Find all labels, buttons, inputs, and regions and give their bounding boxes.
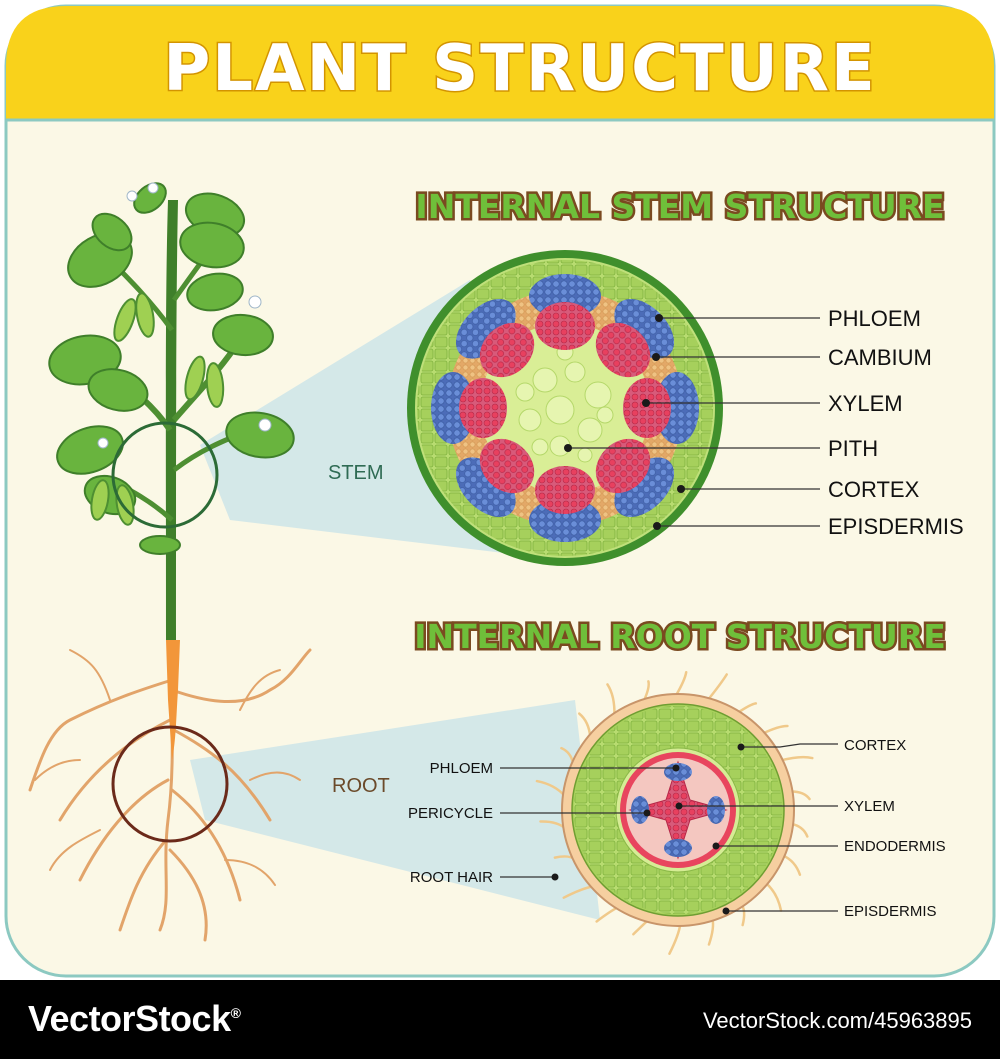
stem-label-pith: PITH [564,436,878,461]
root-label-epidermis-text: EPISDERMIS [844,903,937,920]
stem-label-cambium-text: CAMBIUM [828,345,932,370]
stem-label-phloem-text: PHLOEM [828,306,921,331]
root-cross-section [535,670,814,955]
stem-xylem-bundle [595,438,651,494]
brand-name: VectorStock [28,998,231,1039]
root-label-xylem: XYLEM [675,798,895,815]
plant-illustration [28,182,312,942]
brand-logo: VectorStock® [28,998,241,1040]
stem-xylem-bundle [535,466,595,514]
root-hair [779,755,814,762]
root-highlight-circle [111,725,229,843]
root-heading: INTERNAL ROOT STRUCTURE [414,617,946,656]
root-label-pericycle: PERICYCLE [408,805,651,822]
stem-label-epidermis: EPISDERMIS [653,514,964,539]
image-reference: VectorStock.com/45963895 [702,1008,972,1033]
root-label-root-hair-text: ROOT HAIR [410,869,493,886]
root-tag: ROOT [332,775,390,797]
footer-bar: VectorStock® VectorStock.com/45963895 [0,980,1000,1059]
root-label-xylem-text: XYLEM [844,798,895,815]
stem-label-cortex: CORTEX [677,477,920,502]
root-label-epidermis: EPISDERMIS [722,903,937,920]
header-banner [6,6,994,120]
root-label-phloem-text: PHLOEM [430,760,493,777]
stem-label-cortex-text: CORTEX [828,477,920,502]
stem-heading: INTERNAL STEM STRUCTURE [415,187,944,226]
stem-xylem-bundle [459,378,507,438]
stem-tag: STEM [328,462,384,484]
stem-xylem-bundle [535,302,595,350]
root-label-pericycle-text: PERICYCLE [408,805,493,822]
root-hair [706,673,728,702]
stem-label-xylem: XYLEM [642,391,903,416]
brand-mark: ® [230,1005,241,1021]
stem-cross-section [407,250,723,566]
root-labels: PHLOEM PERICYCLE ROOT HAIR CORTEX XYLEM … [408,737,946,920]
root-label-cortex-text: CORTEX [844,737,906,754]
stem-xylem-bundle [623,378,671,438]
root-zoom-cone [190,700,600,920]
root-label-cortex: CORTEX [737,737,906,754]
stem-label-phloem: PHLOEM [655,306,921,331]
root-label-endodermis-text: ENDODERMIS [844,838,946,855]
stem-label-epidermis-text: EPISDERMIS [828,514,964,539]
root-label-phloem: PHLOEM [430,760,680,777]
stem-labels: PHLOEM CAMBIUM XYLEM PITH CORTEX EPISDER… [564,306,964,539]
root-label-root-hair: ROOT HAIR [410,869,559,886]
stem-highlight-circle [111,421,219,529]
stem-xylem-bundle [479,438,535,494]
stem-xylem-bundle [595,322,651,378]
stem-label-xylem-text: XYLEM [828,391,903,416]
root-label-endodermis: ENDODERMIS [712,838,946,855]
stem-label-pith-text: PITH [828,436,878,461]
stem-label-cambium: CAMBIUM [652,345,932,370]
stem-xylem-bundle [479,322,535,378]
page-title: PLANT STRUCTURE [163,32,876,106]
